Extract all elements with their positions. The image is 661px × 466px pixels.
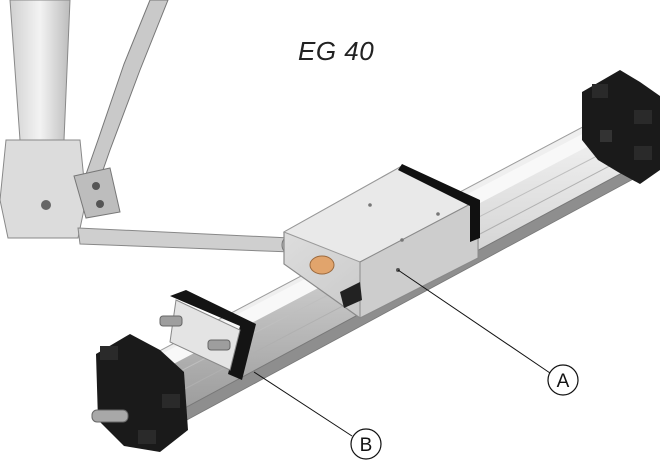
callout-b-leader	[253, 371, 353, 437]
end-cap-near	[91, 334, 188, 452]
end-cap-far	[582, 70, 660, 184]
gripper-arm	[0, 0, 299, 255]
callout-a-leader	[397, 269, 551, 374]
carriage	[282, 164, 480, 319]
callout-b-label: B	[360, 435, 373, 456]
callout-b: B	[350, 428, 382, 460]
mounting-plate	[159, 290, 256, 380]
callout-a: A	[547, 364, 579, 396]
callout-a-label: A	[557, 371, 570, 392]
figure-title: EG 40	[298, 36, 375, 66]
